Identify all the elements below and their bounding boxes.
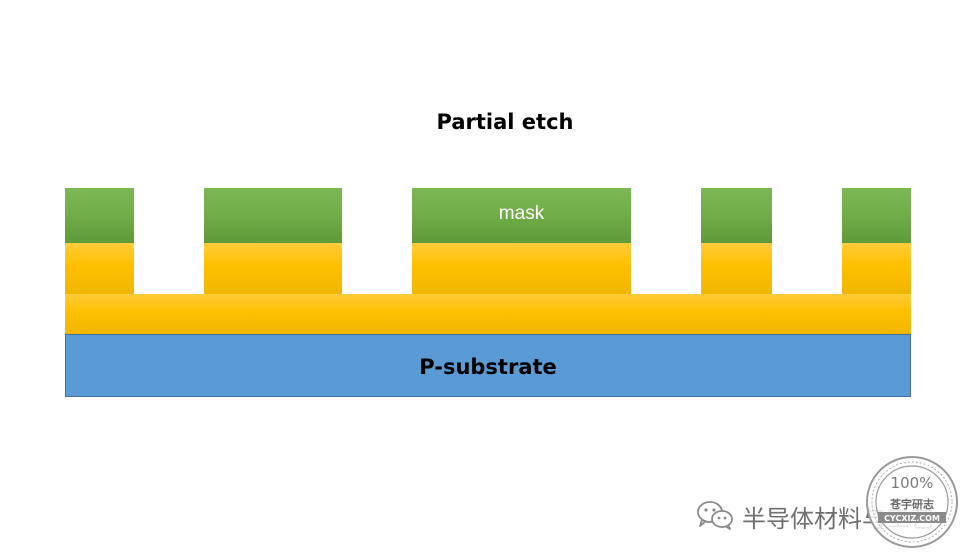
mask-label: mask	[498, 203, 545, 224]
diagram-title: Partial etch	[436, 110, 574, 134]
seal-site: CYCXIZ.COM	[884, 514, 940, 523]
substrate-label: P-substrate	[419, 355, 557, 379]
seal-stamp-icon: 100% 苍宇研志 CYCXIZ.COM	[866, 456, 958, 548]
etched-layer-column	[412, 243, 631, 294]
etched-layer-column	[204, 243, 342, 294]
seal-number: 100%	[891, 474, 934, 492]
mask-segment	[204, 188, 342, 243]
etched-layer-column	[842, 243, 911, 294]
p-substrate: P-substrate	[65, 334, 911, 397]
mask-segment: mask	[412, 188, 631, 243]
etched-layer-column	[701, 243, 772, 294]
mask-segment	[65, 188, 134, 243]
etched-layer-column	[65, 243, 134, 294]
seal-chars: 苍宇研志	[889, 497, 934, 511]
mask-segment	[842, 188, 911, 243]
wechat-icon	[697, 501, 733, 530]
mask-segment	[701, 188, 772, 243]
etched-layer-base	[65, 294, 911, 334]
